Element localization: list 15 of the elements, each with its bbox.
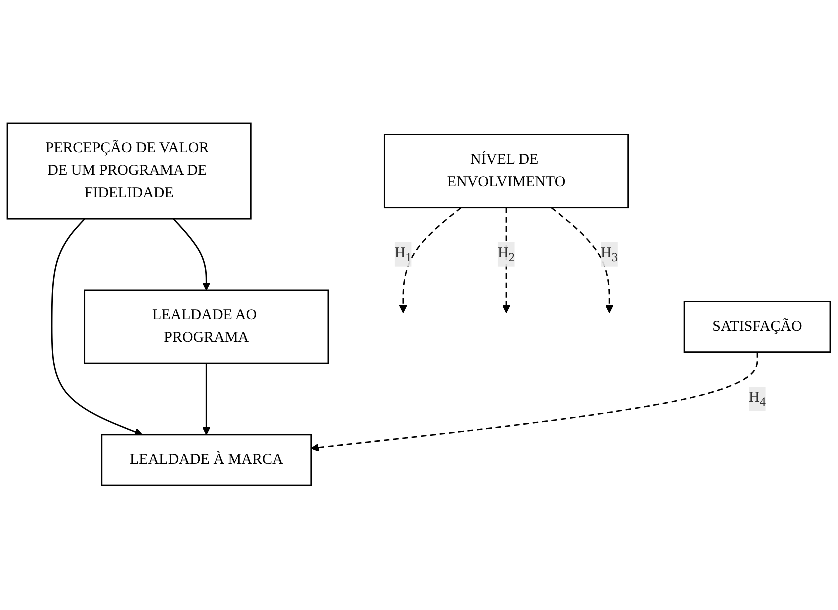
node-box: PERCEPÇÃO DE VALOR DE UM PROGRAMA DE FIDELIDADE	[6, 123, 252, 220]
edge-label: H$_{4}$	[748, 390, 766, 410]
node-box: LEALDADE À MARCA	[101, 434, 312, 487]
arrow	[173, 219, 211, 292]
edge-label: H$_{2}$	[498, 246, 516, 265]
arrow	[311, 352, 758, 452]
arrow	[202, 364, 211, 436]
node-box: SATISFAÇÃO	[684, 301, 832, 354]
node-box: NÍVEL DE ENVOLVIMENTO	[384, 134, 630, 210]
arrow	[551, 208, 614, 314]
edge-label: H$_{1}$	[394, 246, 412, 265]
arrow	[399, 208, 462, 314]
arrow	[51, 219, 143, 437]
edge-label: H$_{3}$	[601, 246, 618, 265]
node-box: LEALDADE AO PROGRAMA	[84, 290, 330, 365]
